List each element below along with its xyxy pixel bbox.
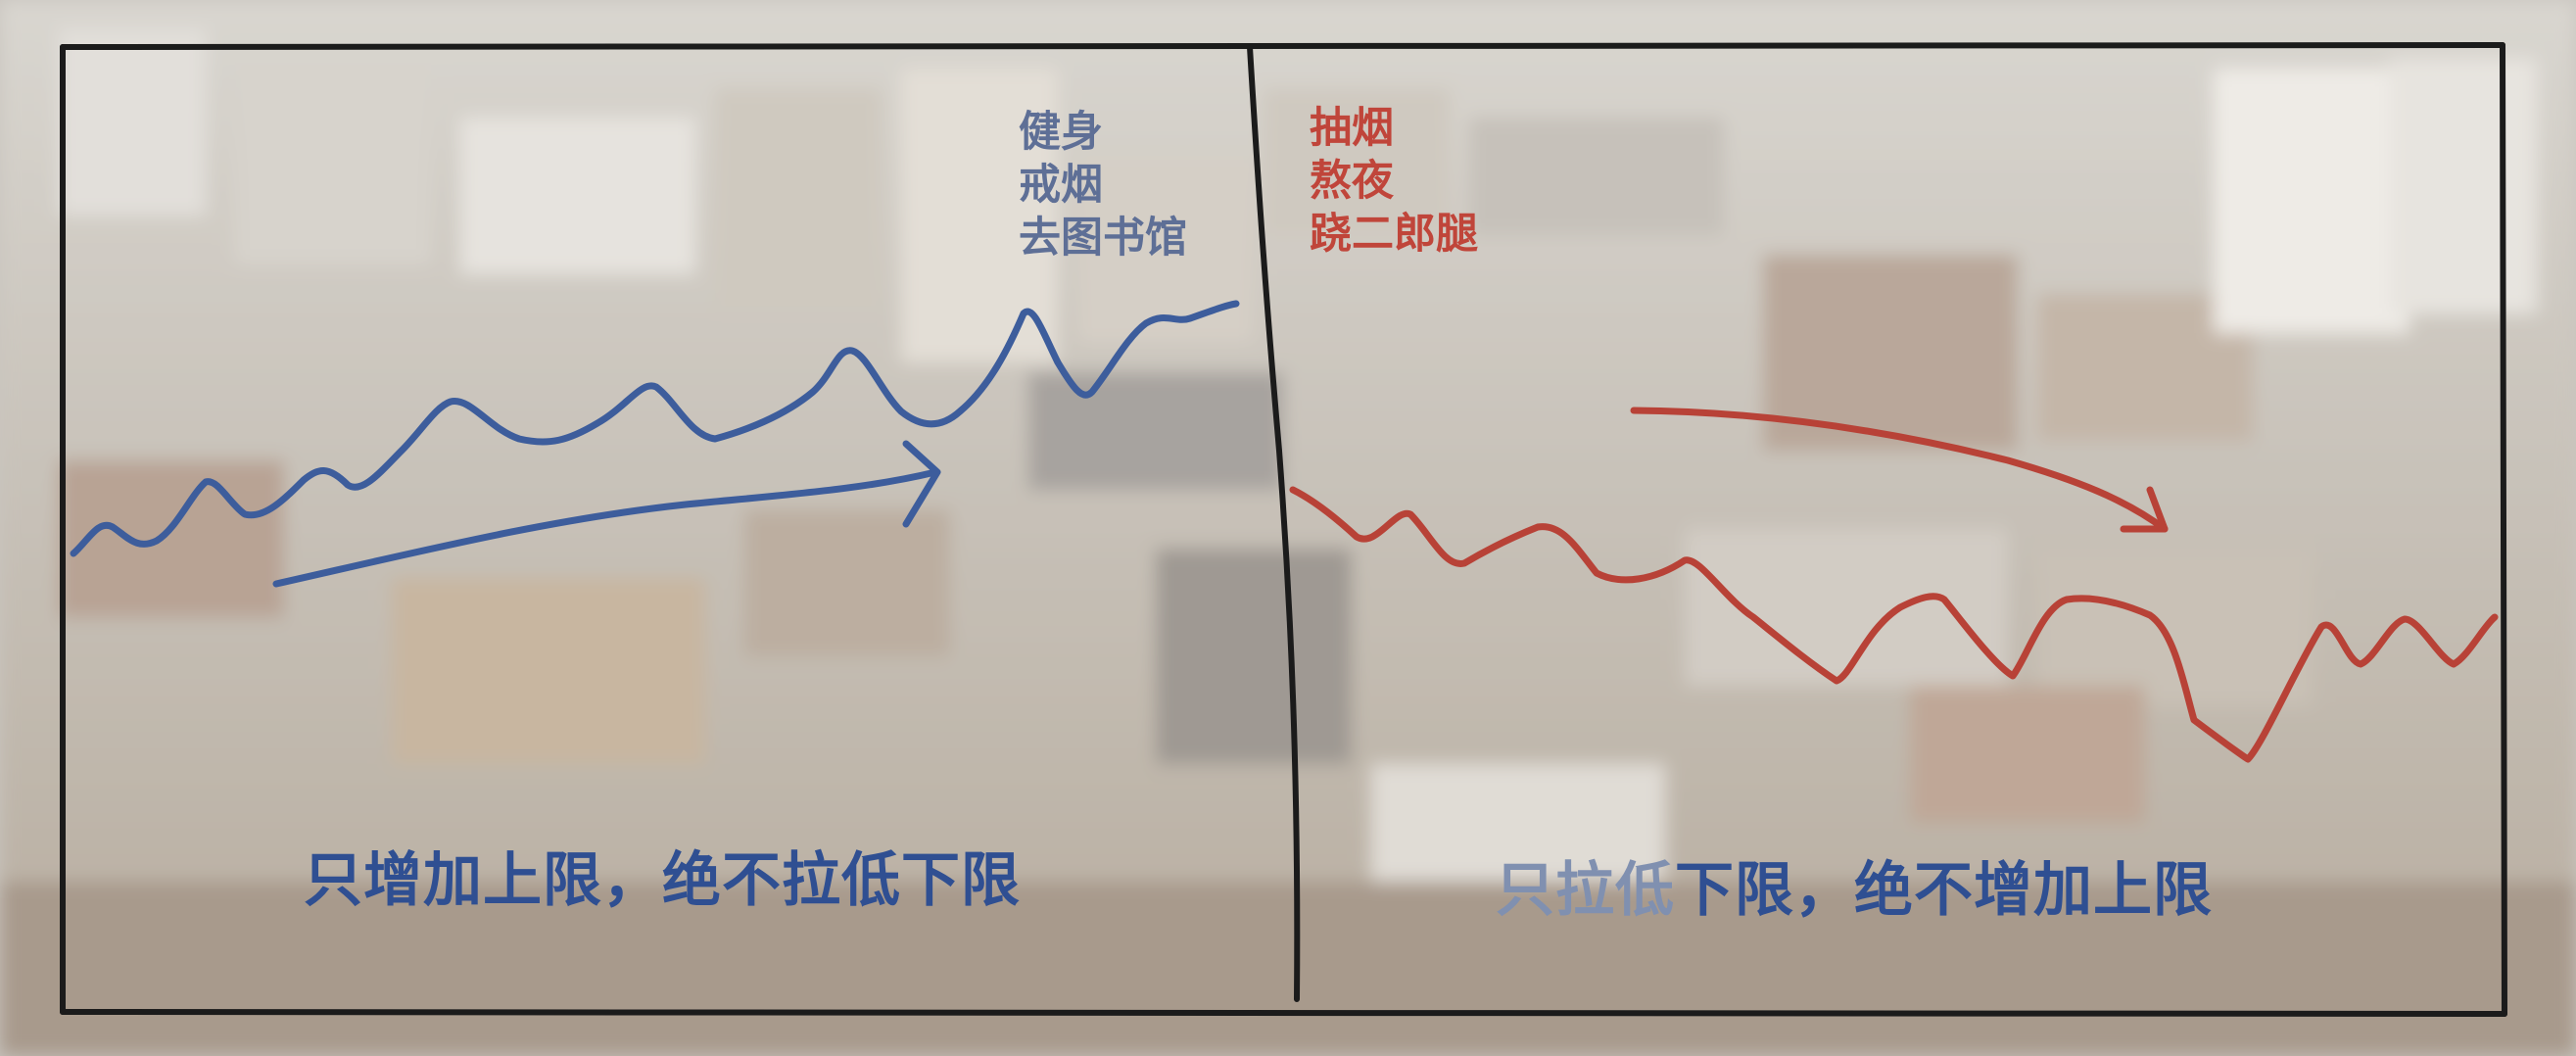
- left-item-fitness: 健身: [1019, 108, 1103, 157]
- left-item-library: 去图书馆: [1019, 214, 1187, 263]
- right-caption-part2: 下限，绝不增加上限: [1675, 856, 2213, 925]
- right-item-smoking: 抽烟: [1310, 104, 1394, 153]
- right-item-cross-legs: 跷二郎腿: [1310, 210, 1478, 259]
- right-item-stay-up-late: 熬夜: [1310, 157, 1394, 206]
- frame-top-edge: [60, 42, 2505, 50]
- left-arrow-head: [902, 440, 941, 528]
- right-trend-line: [1289, 486, 2499, 763]
- frame-bottom-edge: [60, 1009, 2507, 1017]
- left-trend-arrow: [272, 468, 939, 588]
- left-trend-line: [70, 300, 1240, 557]
- right-trend: [1289, 407, 2499, 763]
- right-caption: 只拉低下限，绝不增加上限: [1496, 842, 2213, 928]
- panel-frame: [60, 42, 2507, 1017]
- panel-divider: [1247, 44, 1301, 1002]
- left-trend: [70, 300, 1240, 588]
- frame-right-edge: [2500, 42, 2507, 1017]
- left-item-quit-smoking: 戒烟: [1019, 161, 1103, 210]
- right-trend-arrow: [1630, 407, 2169, 533]
- right-activity-list: 抽烟 熬夜 跷二郎腿: [1310, 102, 1478, 261]
- right-arrow-head: [2120, 486, 2169, 533]
- right-caption-part1: 只拉低: [1496, 856, 1675, 925]
- left-activity-list: 健身 戒烟 去图书馆: [1019, 106, 1187, 264]
- left-caption: 只增加上限，绝不拉低下限: [304, 846, 1021, 915]
